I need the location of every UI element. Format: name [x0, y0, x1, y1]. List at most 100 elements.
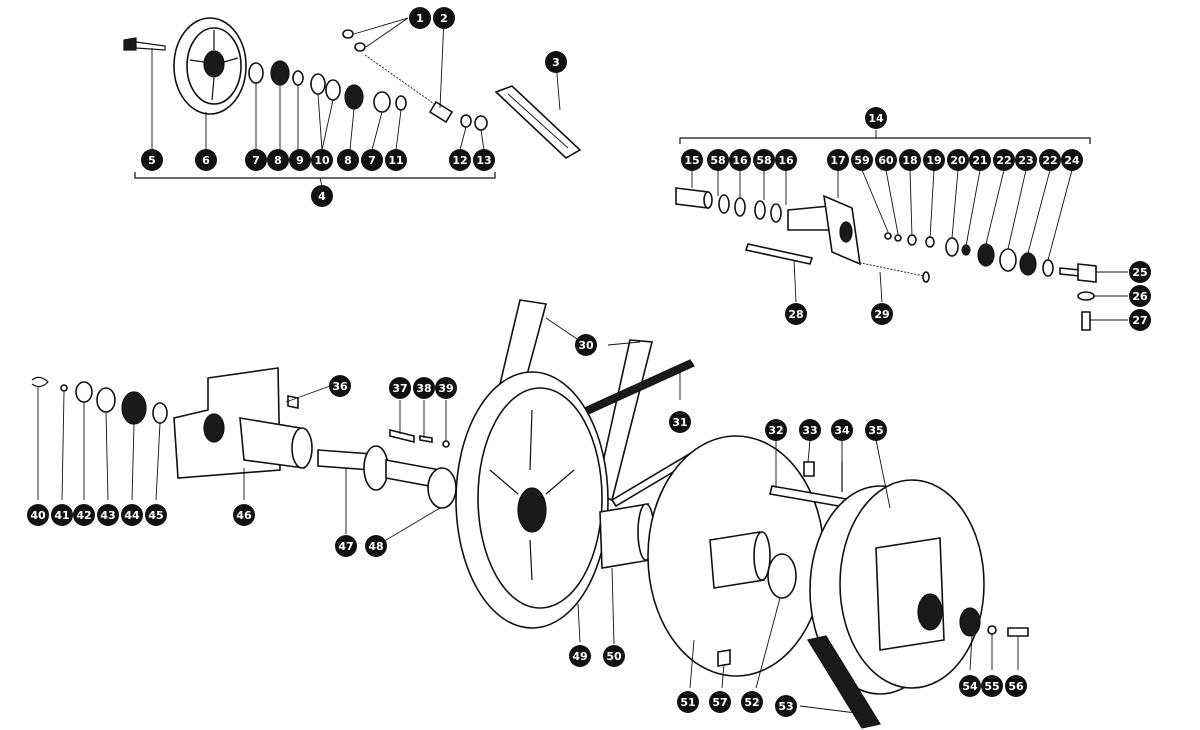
bearing-22a	[977, 243, 995, 267]
callout-7b: 7	[361, 149, 383, 171]
svg-text:40: 40	[30, 509, 46, 522]
svg-text:14: 14	[868, 112, 884, 125]
callout-60: 60	[875, 149, 897, 171]
ring-43	[96, 387, 116, 413]
callout-19: 19	[923, 149, 945, 171]
callout-18: 18	[899, 149, 921, 171]
housing-tube	[787, 205, 831, 231]
large-pulley-49-hub	[517, 487, 547, 533]
svg-text:35: 35	[868, 424, 883, 437]
callout-17: 17	[827, 149, 849, 171]
callout-55: 55	[981, 675, 1003, 697]
ring-20	[945, 237, 959, 257]
bolt-head	[123, 37, 137, 51]
assembly-14-parts	[675, 130, 1128, 331]
washer-12	[460, 114, 472, 128]
callout-49: 49	[569, 645, 591, 667]
svg-text:8: 8	[344, 154, 352, 167]
ring-19	[925, 236, 935, 248]
nipple-57	[717, 649, 731, 667]
spacer-9	[292, 70, 304, 86]
svg-text:41: 41	[54, 509, 69, 522]
callout-40: 40	[27, 504, 49, 526]
svg-text:33: 33	[802, 424, 817, 437]
svg-text:31: 31	[672, 416, 687, 429]
callout-3: 3	[545, 51, 567, 73]
svg-text:20: 20	[950, 154, 966, 167]
svg-text:27: 27	[1132, 314, 1147, 327]
svg-text:6: 6	[202, 154, 210, 167]
svg-text:10: 10	[314, 154, 330, 167]
callout-16b: 16	[775, 149, 797, 171]
bearing-22b	[1019, 252, 1037, 276]
group-bracket-14	[679, 137, 1091, 144]
callout-45: 45	[145, 504, 167, 526]
svg-text:42: 42	[76, 509, 91, 522]
callout-31: 31	[669, 411, 691, 433]
callout-53: 53	[775, 695, 797, 717]
svg-text:57: 57	[712, 696, 727, 709]
svg-text:60: 60	[878, 154, 894, 167]
ball-59	[884, 232, 892, 240]
large-pulley-49-spokes	[489, 409, 575, 581]
svg-text:28: 28	[788, 308, 803, 321]
fitting-25-stem	[1059, 267, 1081, 277]
callout-27: 27	[1129, 309, 1151, 331]
callout-2: 2	[433, 7, 455, 29]
nut-13	[474, 115, 488, 131]
callout-23: 23	[1015, 149, 1037, 171]
svg-text:43: 43	[100, 509, 115, 522]
svg-text:46: 46	[236, 509, 252, 522]
svg-text:18: 18	[902, 154, 917, 167]
svg-text:44: 44	[124, 509, 140, 522]
rod-eye	[428, 100, 454, 124]
svg-text:48: 48	[368, 540, 383, 553]
bolt-56	[1007, 627, 1029, 637]
callout-59: 59	[851, 149, 873, 171]
washer-7b	[373, 91, 391, 113]
callout-54: 54	[959, 675, 981, 697]
svg-text:25: 25	[1132, 266, 1147, 279]
svg-text:50: 50	[606, 650, 622, 663]
washer-42	[75, 381, 93, 403]
callout-29: 29	[871, 303, 893, 325]
plate-hub	[203, 413, 225, 443]
callout-52: 52	[741, 691, 763, 713]
svg-text:39: 39	[438, 382, 453, 395]
callout-30: 30	[575, 334, 597, 356]
pulley-35-bore	[917, 593, 943, 631]
grease-nipple-27	[1081, 311, 1091, 331]
svg-text:59: 59	[854, 154, 869, 167]
callout-11: 11	[385, 149, 407, 171]
svg-text:1: 1	[416, 12, 424, 25]
callout-50: 50	[603, 645, 625, 667]
svg-text:2: 2	[440, 12, 448, 25]
bracket-slot	[507, 93, 569, 149]
callout-47: 47	[335, 535, 357, 557]
oring-16a	[734, 197, 746, 217]
screw-33	[803, 461, 815, 477]
disc-51-hub-end	[753, 531, 771, 581]
assembly-14-leaders	[691, 130, 1128, 321]
svg-text:30: 30	[578, 339, 594, 352]
callout-34: 34	[831, 419, 853, 441]
svg-text:12: 12	[452, 154, 467, 167]
svg-text:17: 17	[830, 154, 845, 167]
svg-text:22: 22	[1042, 154, 1057, 167]
group-bracket-4	[134, 172, 496, 179]
svg-text:8: 8	[274, 154, 282, 167]
callout-25: 25	[1129, 261, 1151, 283]
svg-text:36: 36	[332, 380, 348, 393]
nut-21	[961, 244, 971, 256]
callout-28: 28	[785, 303, 807, 325]
clip-40	[31, 376, 49, 388]
washer-24	[1042, 259, 1054, 277]
ring-52	[767, 553, 797, 599]
nut-54	[959, 607, 981, 637]
svg-text:56: 56	[1008, 680, 1024, 693]
callout-24: 24	[1061, 149, 1083, 171]
bolt-29	[855, 261, 925, 277]
ring-10b	[325, 79, 341, 101]
svg-text:58: 58	[756, 154, 771, 167]
svg-text:21: 21	[972, 154, 987, 167]
